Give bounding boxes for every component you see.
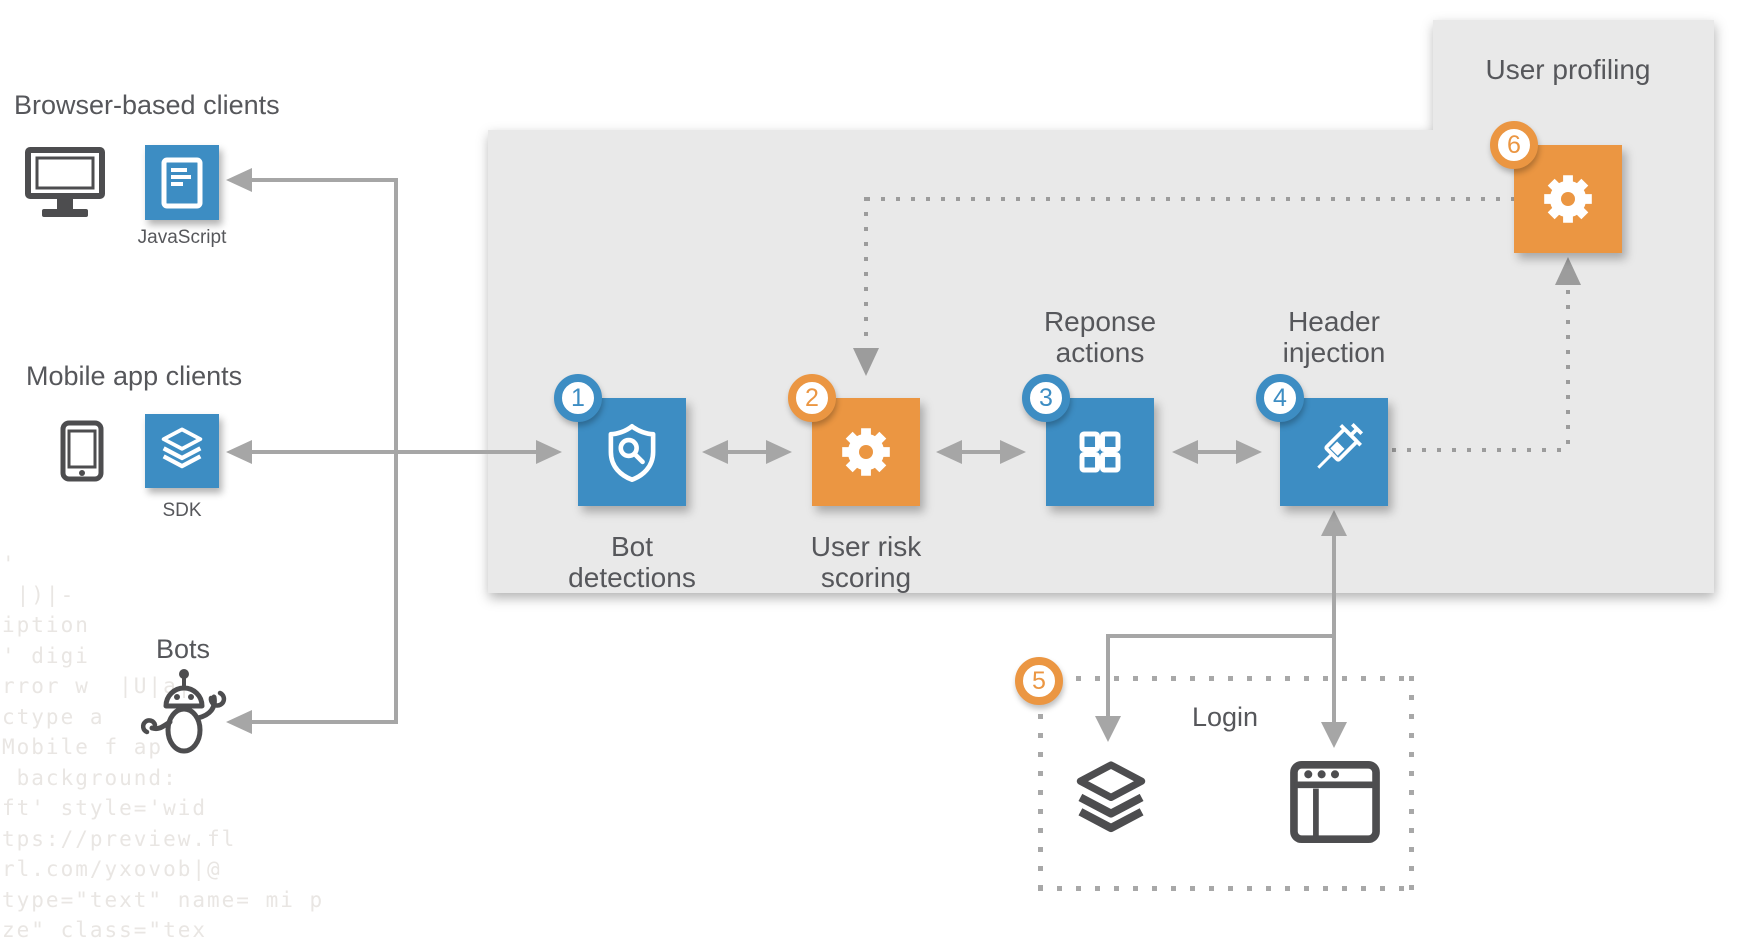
flow-arrowhead-1-2-right <box>766 440 792 464</box>
flow-arrowhead-3-4-right <box>1236 440 1262 464</box>
label-bot-detections: Bot detections <box>568 531 696 593</box>
dotted-arrowhead-into-scoring <box>853 348 879 376</box>
flow-arrowhead-1-2-left <box>702 440 728 464</box>
arrow-branch-horizontal <box>1106 634 1334 638</box>
arrow-branch-vertical <box>1106 634 1110 716</box>
label-login: Login <box>1191 702 1259 732</box>
mobile-clients-heading: Mobile app clients <box>26 361 243 391</box>
label-user-risk-scoring: User risk scoring <box>810 531 922 593</box>
login-box-border-top <box>1038 676 1414 681</box>
node-response-actions: 3 <box>1022 374 1154 506</box>
node-user-profiling: 6 <box>1490 121 1622 253</box>
syringe-icon <box>1317 422 1364 469</box>
node-bot-detections: 1 <box>554 374 686 506</box>
flow-arrowhead-2-3-right <box>1000 440 1026 464</box>
badge-step-3: 3 <box>1022 374 1070 422</box>
arrowhead-to-bot-detections <box>536 440 562 464</box>
flow-line-1-2 <box>728 450 766 454</box>
phone-icon <box>60 420 104 482</box>
gear-icon <box>1544 175 1592 223</box>
arrow-line-injection-login <box>1332 536 1336 722</box>
dotted-line-profiling-to-scoring-horizontal <box>866 197 1514 201</box>
arrowhead-into-browser-window <box>1321 722 1347 748</box>
badge-step-1: 1 <box>554 374 602 422</box>
flow-arrowhead-2-3-left <box>936 440 962 464</box>
javascript-label: JavaScript <box>137 227 227 248</box>
badge-step-6: 6 <box>1490 121 1538 169</box>
login-box-border-bottom <box>1038 886 1414 891</box>
dotted-arrowhead-into-profiling <box>1555 257 1581 285</box>
dotted-line-profiling-to-scoring-vertical <box>864 197 868 339</box>
browser-clients-heading: Browser-based clients <box>14 90 280 120</box>
dotted-line-injection-to-profiling-horizontal <box>1392 448 1568 452</box>
badge-step-4: 4 <box>1256 374 1304 422</box>
grid-icon <box>1079 431 1121 473</box>
background-code-watermark: ' |)|- iption ' digi rror w |U|a| ctype … <box>2 552 325 942</box>
layers-icon <box>161 427 203 469</box>
login-box-border-right <box>1409 676 1414 891</box>
arrow-line-sdk-botdetection <box>252 450 536 454</box>
flow-line-3-4 <box>1198 450 1236 454</box>
gear-icon <box>842 428 890 476</box>
label-response-actions: Reponse actions <box>1043 306 1157 368</box>
browser-window-icon <box>1290 760 1380 844</box>
flow-line-2-3 <box>962 450 1000 454</box>
arrow-line-to-javascript <box>252 178 396 182</box>
shield-search-icon <box>608 423 656 483</box>
label-header-injection: Header injection <box>1282 306 1386 368</box>
arrowhead-to-sdk <box>226 440 252 464</box>
bots-heading: Bots <box>155 634 211 664</box>
arrowhead-to-bots <box>226 710 252 734</box>
login-box-border-left <box>1038 676 1043 891</box>
node-header-injection: 4 <box>1256 374 1388 506</box>
arrowhead-into-layers <box>1095 716 1121 742</box>
login-group-box <box>1038 676 1414 891</box>
sdk-tile <box>145 414 219 488</box>
label-user-profiling: User profiling <box>1485 54 1651 85</box>
layers-icon <box>1076 761 1146 833</box>
sdk-label: SDK <box>162 500 202 521</box>
document-icon <box>161 157 203 208</box>
arrowhead-into-injection <box>1321 510 1347 536</box>
flow-arrowhead-3-4-left <box>1172 440 1198 464</box>
javascript-tile <box>145 145 219 220</box>
monitor-icon <box>25 147 105 217</box>
node-user-risk-scoring: 2 <box>788 374 920 506</box>
arrow-line-to-bots <box>252 720 396 724</box>
dotted-line-injection-to-profiling-vertical <box>1566 290 1570 452</box>
badge-step-5: 5 <box>1015 657 1063 705</box>
badge-step-2: 2 <box>788 374 836 422</box>
arrowhead-to-javascript <box>226 168 252 192</box>
robot-icon <box>140 669 227 754</box>
